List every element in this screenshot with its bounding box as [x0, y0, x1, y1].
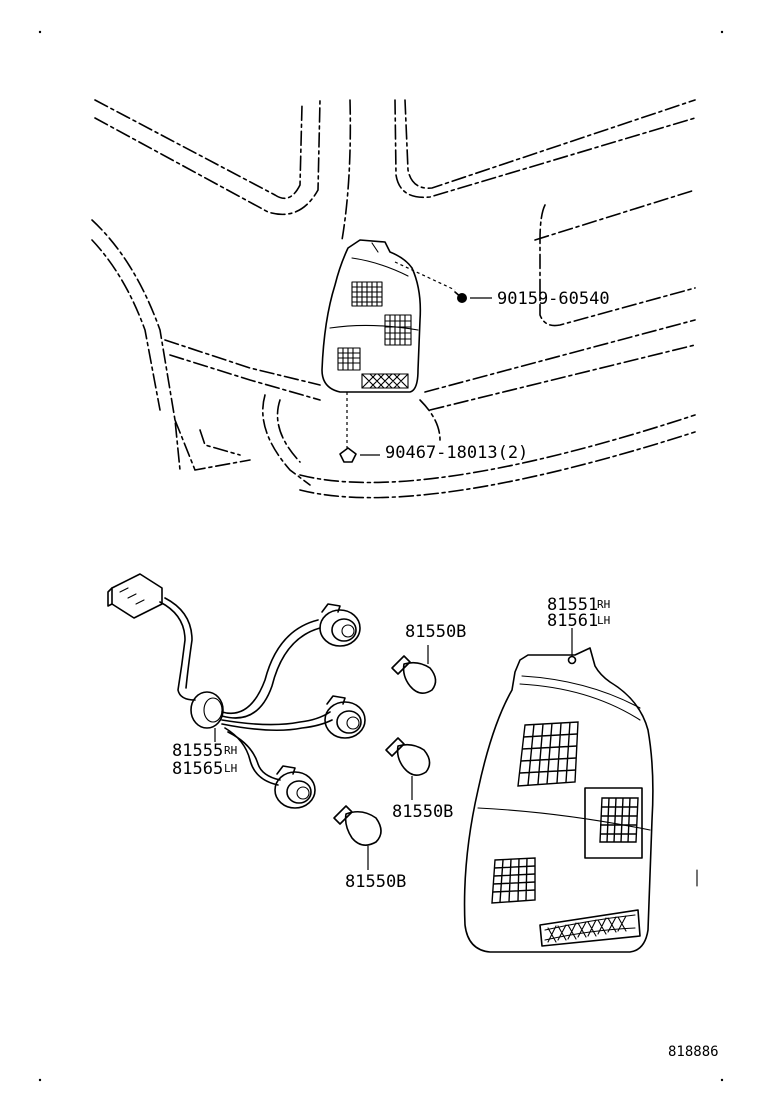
small-lamp-grid-upper: [351, 281, 383, 307]
tail-lamp-assembly: [463, 647, 654, 953]
bulb-middle-icon: [385, 737, 431, 776]
socket-side-rh: RH: [224, 744, 237, 757]
lamp-grid-lower: [491, 857, 536, 904]
small-lamp-grid-right: [384, 314, 412, 346]
socket-part-number-lh: 81565: [172, 759, 223, 779]
socket-side-lh: LH: [224, 762, 237, 775]
lamp-side-lh: LH: [597, 614, 610, 627]
bulb-middle-part-number: 81550B: [392, 802, 453, 822]
installed-tail-lamp: [321, 239, 422, 393]
lamp-part-number-lh: 81561: [547, 611, 598, 631]
scan-specks: [38, 30, 724, 1082]
bolt-part-number: 90159-60540: [497, 289, 610, 309]
illustration-code: 818886: [668, 1044, 719, 1060]
vehicle-body-outline: [91, 99, 696, 499]
socket-part-number-rh: 81555: [172, 741, 223, 761]
socket-bottom-icon: [274, 765, 316, 809]
bulb-bottom-icon: [333, 805, 382, 846]
socket-middle-icon: [324, 695, 366, 739]
lamp-grid-upper: [517, 721, 579, 787]
lamp-reflector: [539, 909, 641, 947]
lamp-part-number-rh: 81551: [547, 595, 598, 615]
bulb-bottom-part-number: 81550B: [345, 872, 406, 892]
socket-top-icon: [319, 603, 361, 647]
bulb-top-part-number: 81550B: [405, 622, 466, 642]
small-lamp-reflector: [361, 373, 409, 389]
clip-part-number: 90467-18013(2): [385, 443, 528, 463]
lamp-grid-right: [584, 787, 643, 859]
lamp-side-rh: RH: [597, 598, 610, 611]
clip-icon: [339, 392, 357, 463]
connector-icon: [107, 573, 163, 619]
bulb-top-icon: [391, 655, 437, 694]
small-lamp-grid-lower: [337, 347, 361, 371]
bolt-icon: [394, 261, 467, 303]
socket-wire-assembly: [107, 573, 366, 809]
